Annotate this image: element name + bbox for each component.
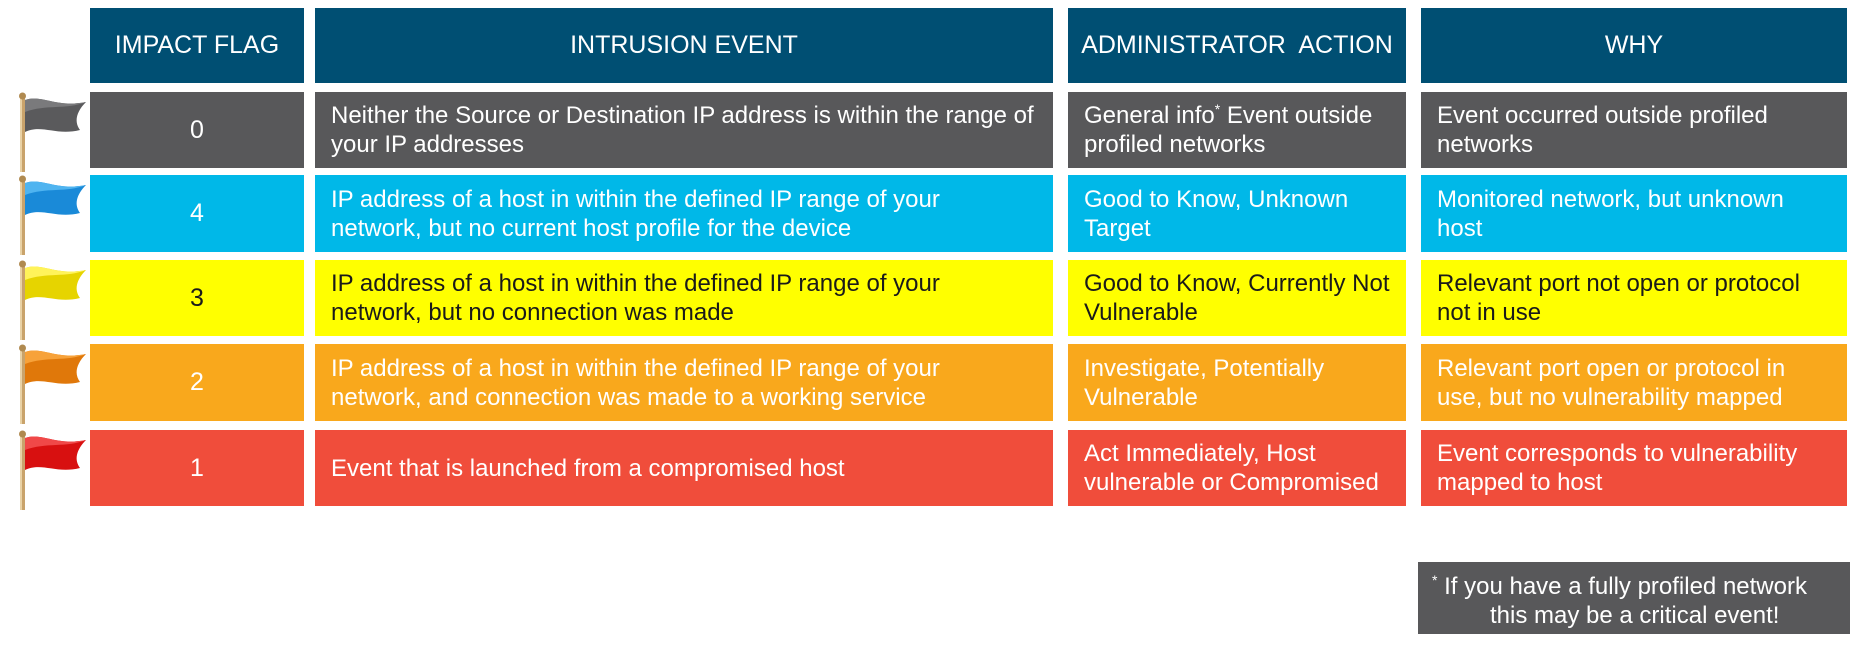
impact-flag-cell: 2	[90, 344, 304, 421]
red-flag-icon	[19, 430, 86, 510]
blue-flag-icon	[19, 175, 86, 255]
header-administrator-action: ADMINISTRATOR ACTION	[1068, 8, 1406, 83]
why-cell: Relevant port open or protocol in use, b…	[1421, 344, 1847, 421]
intrusion-event-cell: IP address of a host in within the defin…	[315, 175, 1053, 252]
yellow-flag-icon	[19, 260, 86, 340]
impact-flag-cell: 0	[90, 92, 304, 168]
impact-flag-cell: 1	[90, 430, 304, 506]
footnote-line-2: this may be a critical event!	[1490, 602, 1780, 629]
impact-flag-cell: 3	[90, 260, 304, 336]
footnote-box: * If you have a fully profiled network t…	[1418, 562, 1850, 634]
administrator-action-text: General info* Event outside profiled net…	[1084, 101, 1373, 158]
administrator-action-cell: Act Immediately, Host vulnerable or Comp…	[1068, 430, 1406, 506]
administrator-action-cell: General info* Event outside profiled net…	[1068, 92, 1406, 168]
administrator-action-cell: Good to Know, Currently Not Vulnerable	[1068, 260, 1406, 336]
intrusion-event-cell: Event that is launched from a compromise…	[315, 430, 1053, 506]
gray-flag-icon	[19, 92, 86, 172]
footnote-line-1: * If you have a fully profiled network	[1432, 572, 1807, 600]
impact-flag-cell: 4	[90, 175, 304, 252]
why-cell: Event occurred outside profiled networks	[1421, 92, 1847, 168]
intrusion-event-cell: IP address of a host in within the defin…	[315, 260, 1053, 336]
why-cell: Monitored network, but unknown host	[1421, 175, 1847, 252]
why-cell: Relevant port not open or protocol not i…	[1421, 260, 1847, 336]
header-intrusion-event: INTRUSION EVENT	[315, 8, 1053, 83]
header-why: WHY	[1421, 8, 1847, 83]
why-cell: Event corresponds to vulnerability mappe…	[1421, 430, 1847, 506]
intrusion-event-cell: Neither the Source or Destination IP add…	[315, 92, 1053, 168]
header-impact-flag: IMPACT FLAG	[90, 8, 304, 83]
administrator-action-cell: Investigate, Potentially Vulnerable	[1068, 344, 1406, 421]
orange-flag-icon	[19, 344, 86, 424]
administrator-action-cell: Good to Know, Unknown Target	[1068, 175, 1406, 252]
intrusion-event-cell: IP address of a host in within the defin…	[315, 344, 1053, 421]
